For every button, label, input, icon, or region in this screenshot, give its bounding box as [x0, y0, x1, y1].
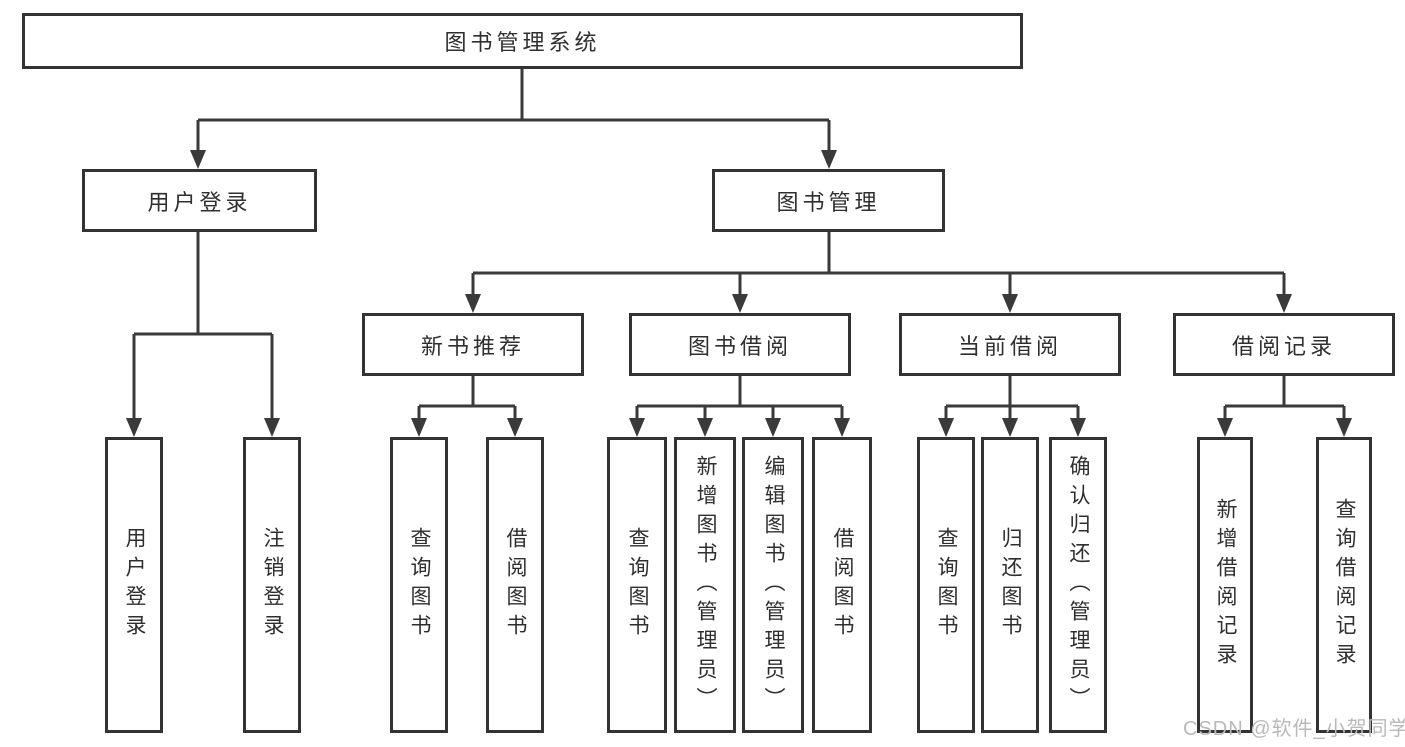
leaf-borrow-edit-book-admin: 编辑图书（管理员） — [742, 437, 804, 733]
node-user-login: 用户登录 — [82, 169, 317, 232]
connector-management-to-level3 — [465, 232, 1292, 313]
leaf-borrow-query-book: 查询图书 — [607, 437, 667, 733]
connector-borrow-records — [1217, 376, 1352, 437]
leaf-records-query-record: 查询借阅记录 — [1316, 437, 1372, 733]
node-borrow-records: 借阅记录 — [1173, 313, 1395, 376]
node-book-borrow: 图书借阅 — [629, 313, 851, 376]
leaf-current-query-book: 查询图书 — [917, 437, 975, 733]
node-current-borrow: 当前借阅 — [899, 313, 1121, 376]
node-library-management-system: 图书管理系统 — [22, 13, 1023, 69]
leaf-user-login: 用户登录 — [105, 437, 163, 733]
leaf-borrow-borrow-book: 借阅图书 — [812, 437, 872, 733]
leaf-records-add-record: 新增借阅记录 — [1197, 437, 1253, 733]
connector-root-to-level2 — [190, 69, 837, 169]
leaf-current-return-book: 归还图书 — [981, 437, 1039, 733]
csdn-watermark: CSDN @软件_小贺同学 — [1183, 718, 1405, 740]
connector-new-book-recommend — [411, 376, 523, 437]
leaf-recommend-borrow-book: 借阅图书 — [486, 437, 544, 733]
leaf-logout-login: 注销登录 — [243, 437, 301, 733]
leaf-recommend-query-book: 查询图书 — [390, 437, 448, 733]
connector-current-borrow — [938, 376, 1086, 437]
leaf-borrow-add-book-admin: 新增图书（管理员） — [674, 437, 736, 733]
leaf-current-confirm-return-admin: 确认归还（管理员） — [1049, 437, 1107, 733]
connector-book-borrow — [629, 376, 850, 437]
connector-login-to-leaves — [126, 232, 280, 437]
node-book-management: 图书管理 — [712, 169, 945, 232]
node-new-book-recommend: 新书推荐 — [362, 313, 584, 376]
